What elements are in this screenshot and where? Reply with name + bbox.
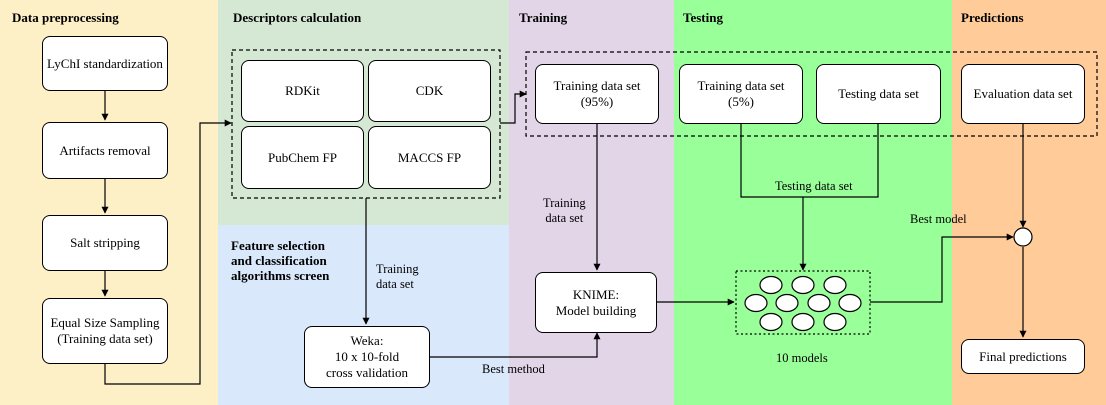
arrow-sampling-to-descriptors: [104, 119, 232, 385]
line-training5-merge: [740, 124, 879, 198]
model-ellipse: [759, 275, 783, 295]
label-best-model: Best model: [910, 212, 967, 226]
model-ellipse: [823, 312, 847, 332]
label-training-data-set-knime: Training data set: [543, 196, 586, 225]
heading-training: Training: [519, 10, 568, 25]
model-ellipse: [775, 293, 799, 313]
models-ellipses: [744, 275, 862, 332]
box-artifacts-removal: Artifacts removal: [42, 122, 168, 179]
heading-testing: Testing: [683, 10, 723, 25]
box-knime: KNIME: Model building: [535, 272, 657, 333]
box-rdkit: RDKit: [241, 60, 364, 122]
arrow-weka-to-knime: [430, 332, 601, 358]
box-cdk: CDK: [368, 60, 491, 122]
box-training-data-set-95: Training data set (95%): [535, 64, 659, 124]
box-maccs-fp: MACCS FP: [368, 126, 491, 189]
heading-predictions: Predictions: [961, 10, 1024, 25]
arrow-descriptors-to-training: [500, 90, 527, 124]
decision-node: [1013, 227, 1033, 247]
label-10-models: 10 models: [776, 351, 828, 365]
box-equal-size-sampling: Equal Size Sampling (Training data set): [42, 298, 168, 364]
label-training-data-set-weka: Training data set: [376, 262, 419, 291]
heading-data-preprocessing: Data preprocessing: [12, 10, 119, 25]
model-ellipse: [744, 293, 768, 313]
arrow-models-to-decision: [870, 233, 1014, 303]
box-pubchem-fp: PubChem FP: [241, 126, 364, 189]
model-ellipse: [807, 293, 831, 313]
model-ellipse: [759, 312, 783, 332]
model-ellipse: [791, 312, 815, 332]
model-ellipse: [791, 275, 815, 295]
box-testing-data-set: Testing data set: [816, 64, 941, 124]
box-evaluation-data-set: Evaluation data set: [961, 64, 1085, 124]
label-testing-data-set: Testing data set: [775, 179, 853, 193]
model-ellipse: [823, 275, 847, 295]
box-salt-stripping: Salt stripping: [42, 215, 168, 271]
box-final-predictions: Final predictions: [961, 339, 1085, 374]
label-best-method: Best method: [482, 362, 545, 376]
heading-descriptors-calculation: Descriptors calculation: [233, 10, 362, 25]
box-lychi-standardization: LyChI standardization: [42, 36, 168, 91]
heading-feature-selection: Feature selection and classification alg…: [231, 238, 330, 283]
box-training-data-set-5: Training data set (5%): [679, 64, 803, 124]
model-ellipse: [838, 293, 862, 313]
box-weka: Weka: 10 x 10-fold cross validation: [304, 326, 430, 388]
